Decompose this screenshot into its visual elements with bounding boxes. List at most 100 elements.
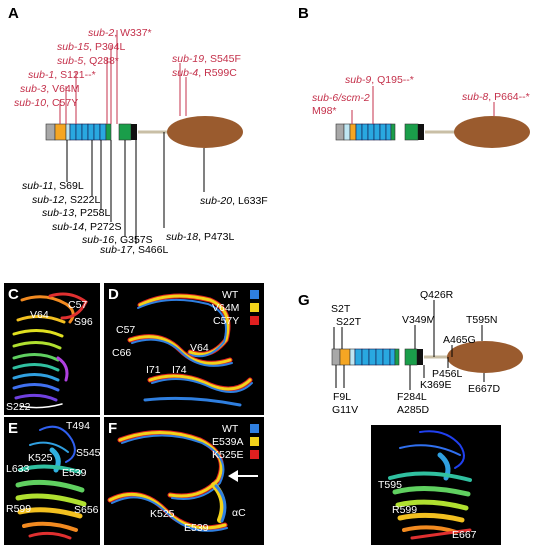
residue-label: R599 <box>6 503 31 515</box>
ribbon <box>17 507 83 519</box>
legend-swatch <box>250 450 259 459</box>
mutation-label: sub-16, G357S <box>82 234 153 246</box>
mutation-label: sub-2, W337* <box>88 27 152 39</box>
panel-b-labels: sub-9, Q195--* sub-6/scm-2 M98* sub-8, P… <box>312 74 530 117</box>
ribbon-wt <box>121 434 225 500</box>
ribbon <box>388 471 472 482</box>
repeat <box>379 123 387 141</box>
panel-d: D WT V64M C57Y C57 C66 V64 I71 I74 <box>104 283 264 415</box>
mutation-label: Q426R <box>420 289 454 301</box>
legend-label: K525E <box>212 449 244 461</box>
repeat <box>75 123 83 141</box>
repeat <box>355 123 363 141</box>
mutation-label: F284L <box>397 391 427 403</box>
panel-g-ticks <box>333 300 485 390</box>
ribbon <box>12 353 60 362</box>
blue-repeats-a <box>69 123 107 141</box>
mutation-label: sub-9, Q195--* <box>345 74 414 86</box>
ribbon <box>19 403 63 409</box>
repeat <box>385 123 392 141</box>
residue-label: αC <box>232 507 246 519</box>
residue-label: I74 <box>172 364 187 376</box>
residue-label: C57 <box>116 324 135 336</box>
residue-label: T595 <box>378 479 402 491</box>
repeat <box>367 123 375 141</box>
mutation-label: sub-3, V64M <box>20 83 80 95</box>
ribbon <box>14 393 58 402</box>
green-domain-a <box>118 123 132 141</box>
mutation-change: M98* <box>312 105 337 117</box>
panel-a-top-labels: sub-2, W337* sub-15, P304L sub-5, Q288* … <box>14 27 241 109</box>
panel-g-structure-bg <box>371 425 501 545</box>
ribbon <box>15 479 85 493</box>
panel-a-label: A <box>8 5 19 22</box>
gray-domain-b <box>335 123 345 141</box>
panel-b-ticks <box>351 86 495 124</box>
lightblue-domain-a <box>65 123 71 141</box>
residue-label: E539 <box>184 522 209 534</box>
mutation-label: sub-1, S121--* <box>28 69 96 81</box>
panel-f-label: F <box>108 420 117 437</box>
legend-swatch <box>250 290 259 299</box>
ribbon <box>12 373 60 382</box>
ribbon <box>29 441 69 453</box>
orange-domain-g <box>339 348 351 366</box>
ribbon <box>397 512 465 523</box>
mutation-label: sub-5, Q288* <box>57 55 119 67</box>
repeat <box>368 348 377 366</box>
ribbon-wt <box>137 298 227 358</box>
mutation-label: V349M <box>402 314 435 326</box>
green-domain-small-b <box>390 123 396 141</box>
gray-domain-g <box>331 348 341 366</box>
residue-label: S96 <box>74 316 93 328</box>
ribbon <box>12 329 64 338</box>
mutation-label: P456L <box>432 368 463 380</box>
repeat <box>382 348 391 366</box>
mutation-label: F9L <box>333 391 351 403</box>
residue-label: S222 <box>6 401 31 413</box>
green-domain-small-g <box>394 348 400 366</box>
panel-g-labels: S2T S22T F9L G11V Q426R V349M T595N A465… <box>331 289 501 416</box>
panel-a-top-ticks <box>59 30 187 124</box>
mutation-label: sub-10, C57Y <box>14 97 78 109</box>
repeat <box>373 123 381 141</box>
panel-d-label: D <box>108 286 119 303</box>
ribbon <box>12 363 60 372</box>
mutation-label: K369E <box>420 379 452 391</box>
mutation-label: S22T <box>336 316 362 328</box>
legend-swatch <box>250 424 259 433</box>
ribbon <box>402 525 458 534</box>
repeat <box>354 348 363 366</box>
panel-f-structure <box>107 430 228 532</box>
ribbon <box>15 493 87 507</box>
panel-c: C C57 V64 S96 S222 <box>4 283 100 415</box>
ribbon <box>12 341 62 350</box>
mutation-label: A285D <box>397 404 430 416</box>
residue-label: S656 <box>74 504 99 516</box>
ribbon-wt <box>111 496 228 532</box>
gray-domain-a <box>45 123 56 141</box>
residue-label: L633 <box>6 463 30 475</box>
residue-label: K525 <box>28 452 53 464</box>
panel-g-structure: T595 R599 E667 <box>371 425 501 545</box>
repeat <box>93 123 101 141</box>
panel-a-bottom-ticks <box>66 132 205 244</box>
mutation-label: sub-17, S466L <box>100 244 168 256</box>
ribbon <box>48 292 88 320</box>
mutation-label: sub-15, P304L <box>57 41 125 53</box>
legend-label: C57Y <box>213 315 239 327</box>
lightblue-domain-b <box>343 123 351 141</box>
ribbon <box>16 315 66 324</box>
residue-label: V64 <box>30 309 49 321</box>
ribbon <box>22 521 78 532</box>
mutation-label: sub-19, S545F <box>172 53 241 65</box>
ribbon-wt <box>131 338 233 367</box>
ribbon-wt <box>143 396 242 407</box>
green-domain-b <box>404 123 419 141</box>
residue-label: T494 <box>66 420 90 432</box>
residue-label: I71 <box>146 364 161 376</box>
mutation-label: sub-20, L633F <box>200 195 268 207</box>
legend-label: WT <box>222 289 239 301</box>
panel-g-label: G <box>298 292 310 309</box>
panel-e-label: E <box>8 420 18 437</box>
